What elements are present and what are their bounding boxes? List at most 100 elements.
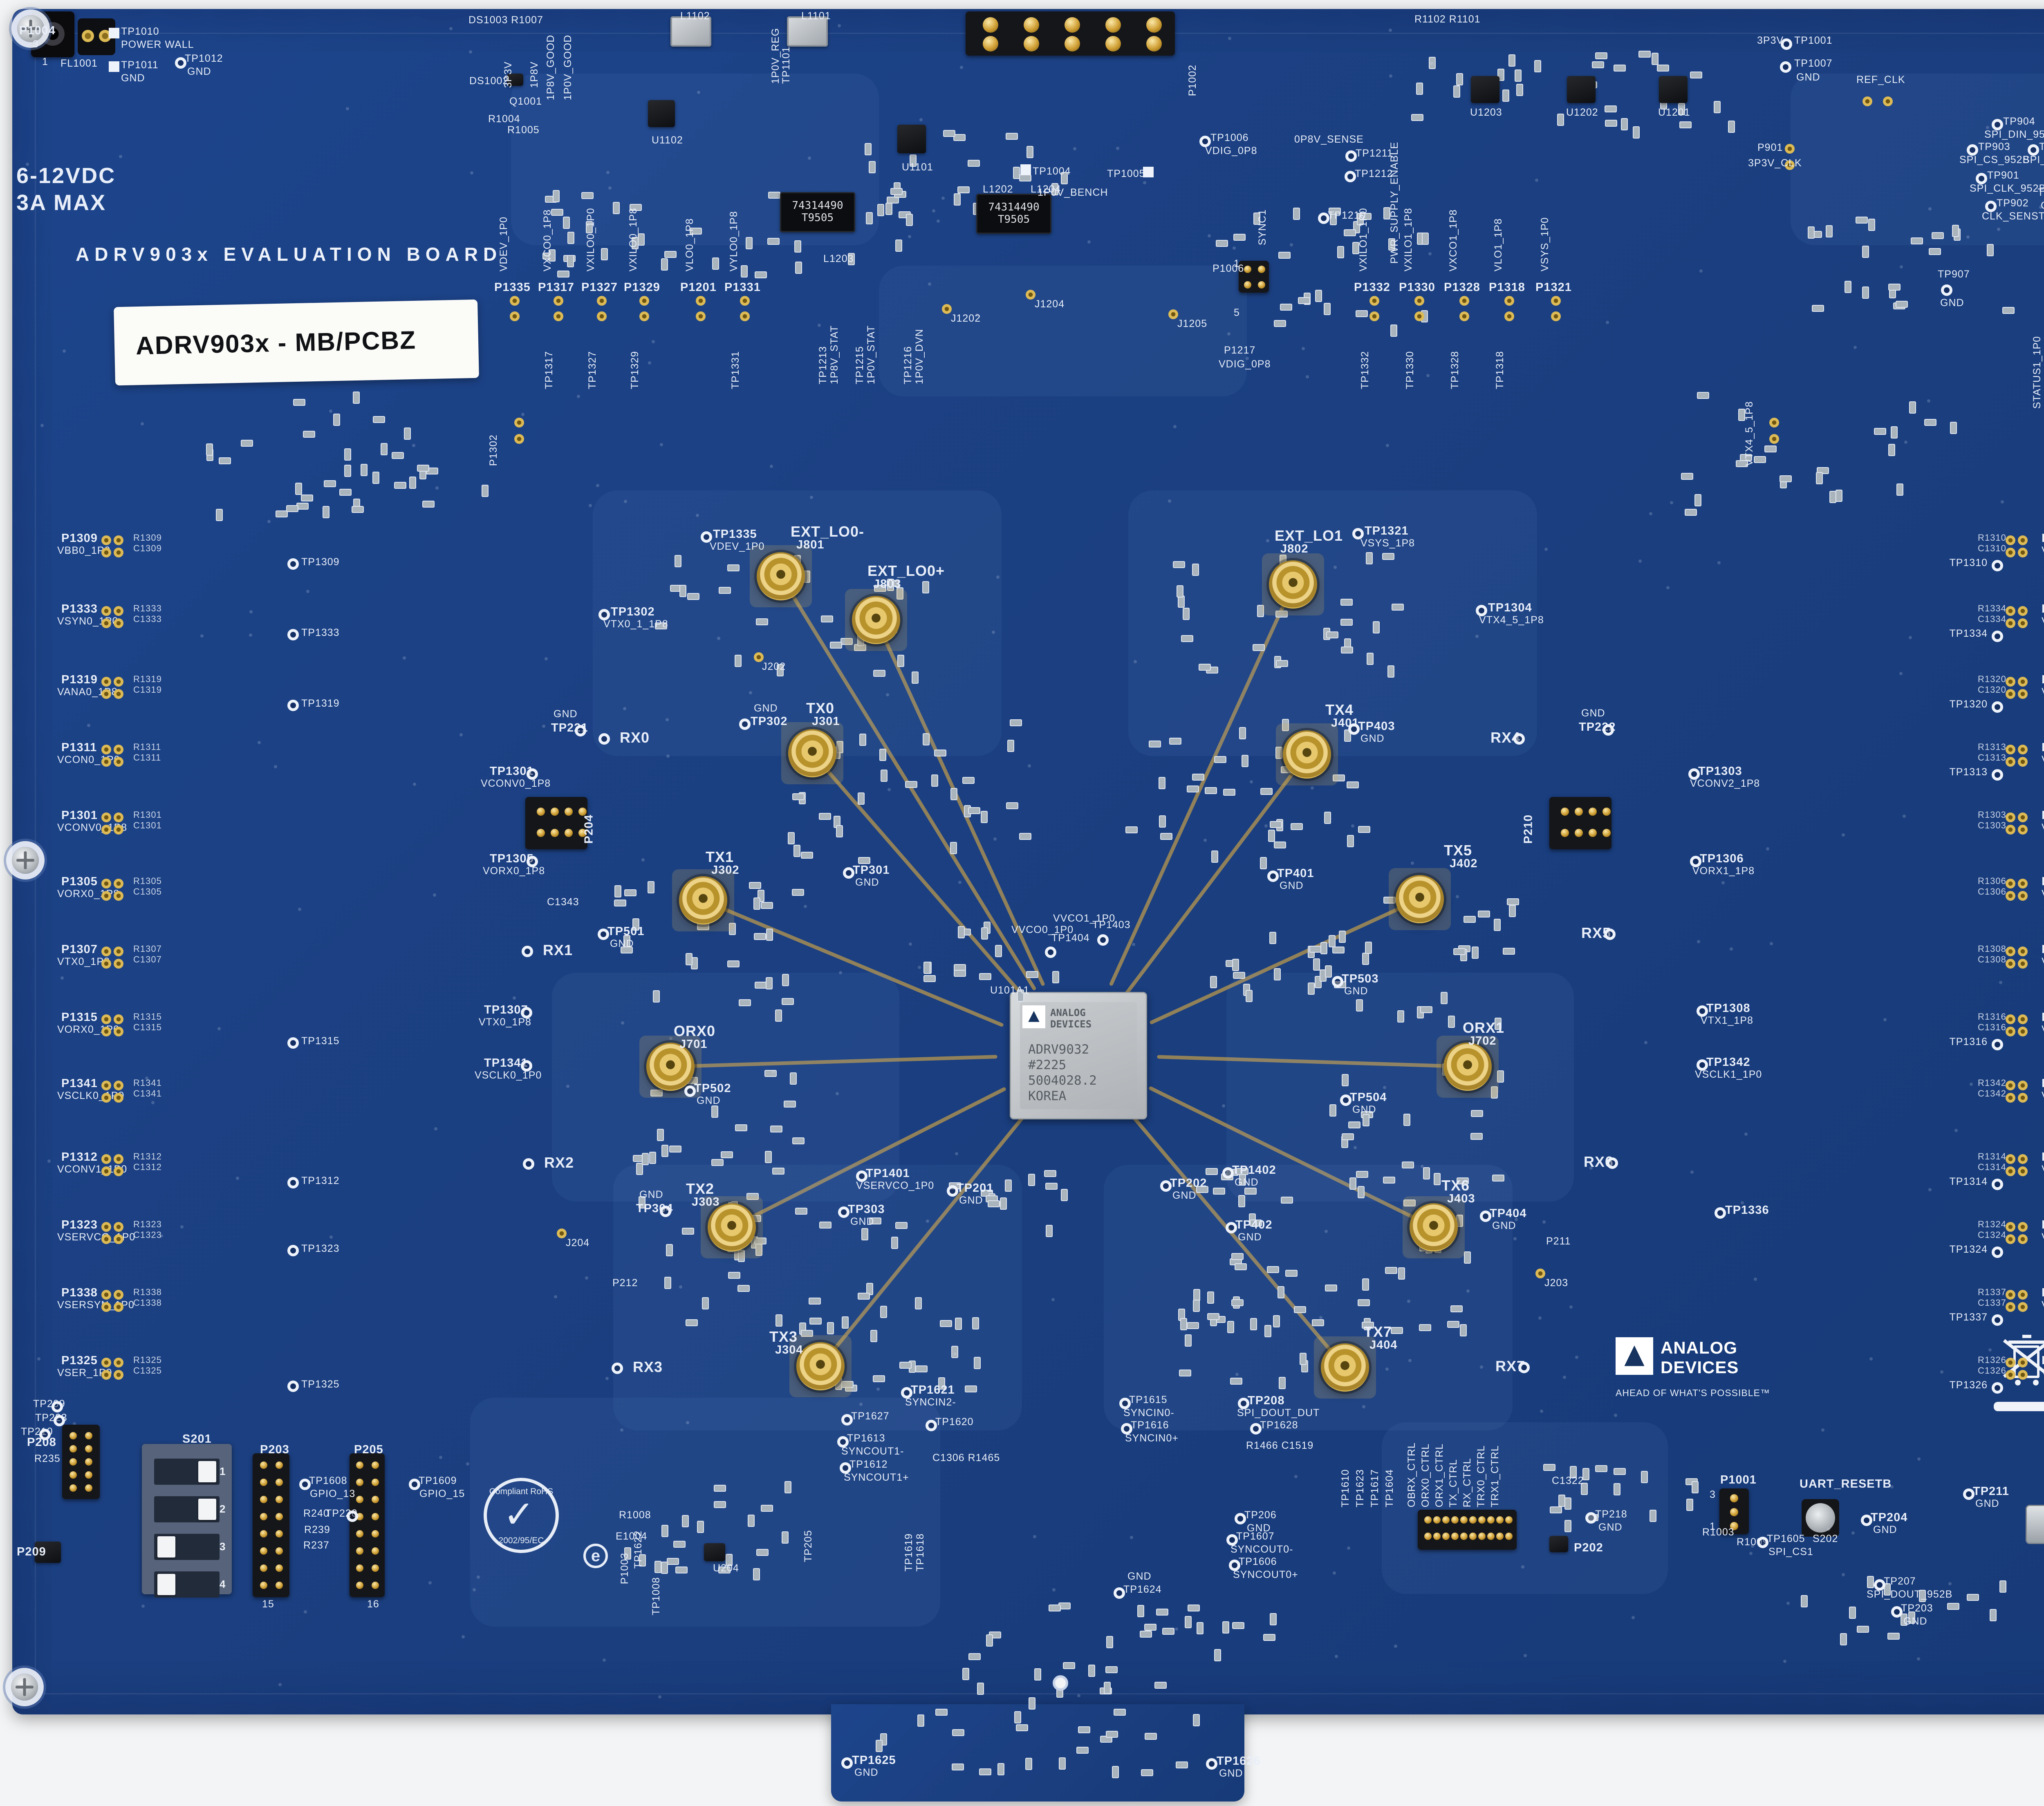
sma-label-ref: J303 xyxy=(692,1195,720,1208)
smd-component xyxy=(836,825,843,838)
smd-component xyxy=(417,465,429,472)
rail-pad xyxy=(2006,812,2015,822)
smd-component xyxy=(827,1322,834,1334)
rail-net-name: VLO1_1P8 xyxy=(1492,218,1504,272)
smd-component xyxy=(1059,1757,1066,1770)
sma-label-name: TX7 xyxy=(1364,1323,1392,1340)
smd-component xyxy=(1428,57,1436,69)
smd-component xyxy=(1363,1114,1370,1126)
gold-pad xyxy=(754,652,764,662)
smd-component xyxy=(373,416,385,423)
label-16: 16 xyxy=(367,1598,379,1610)
label-1: 1 xyxy=(1234,258,1240,269)
label-tp504: TP504 xyxy=(1350,1091,1387,1104)
rail-pad xyxy=(2018,606,2028,616)
smd-component xyxy=(734,655,742,667)
inductor xyxy=(787,16,828,47)
label-gnd: GND xyxy=(1235,1177,1259,1188)
rail-pad xyxy=(1504,311,1514,321)
label-tp402: TP402 xyxy=(1235,1218,1273,1231)
via xyxy=(1301,347,1305,351)
smd-component xyxy=(624,1547,632,1560)
module-part-number: 74314490 xyxy=(988,201,1040,213)
rail-pad xyxy=(2006,1093,2015,1103)
smd-component xyxy=(1685,508,1697,516)
rail-pad xyxy=(2018,891,2028,901)
label-tp204: TP204 xyxy=(1871,1511,1908,1524)
sma-label-ref: J802 xyxy=(1280,542,1309,555)
label-r1003: R1003 xyxy=(1702,1526,1735,1538)
via xyxy=(1266,539,1270,543)
smd-component xyxy=(1196,1622,1204,1635)
smd-component xyxy=(339,489,352,496)
smd-component xyxy=(1246,989,1253,1002)
via xyxy=(267,520,271,524)
smd-component xyxy=(1076,1746,1089,1754)
header-pin xyxy=(1451,1533,1459,1540)
smd-component xyxy=(979,973,991,980)
testpoint-ring xyxy=(739,718,751,730)
via xyxy=(1841,833,1845,837)
label-tp404: TP404 xyxy=(1490,1207,1527,1220)
ref-des: C1312 xyxy=(133,1162,162,1172)
label-tp1622: TP1622 xyxy=(632,1530,644,1569)
rail-conn-ref: P1320 xyxy=(2042,674,2044,686)
label-trx0-ctrl: TRX0_CTRL xyxy=(1475,1445,1487,1508)
smd-component xyxy=(669,1146,682,1153)
rail-pad xyxy=(101,947,111,956)
testpoint-ring xyxy=(54,1415,65,1426)
rail-pad xyxy=(740,311,750,321)
testpoint-label: TP1312 xyxy=(301,1175,340,1186)
via xyxy=(345,107,349,111)
via xyxy=(1130,1536,1134,1540)
ref-des: C1308 xyxy=(1978,954,2006,965)
header-pin xyxy=(372,1513,379,1520)
smd-component xyxy=(1223,788,1235,796)
via xyxy=(1347,1546,1350,1550)
board-label-sticker: ADRV903x - MB/PCBZ xyxy=(114,299,479,386)
label-1p0v-good: 1P0V_GOOD xyxy=(562,34,574,101)
smd-component xyxy=(1652,52,1659,65)
testpoint-ring xyxy=(1250,1423,1262,1435)
via xyxy=(1899,265,1903,269)
label-l1203: L1203 xyxy=(823,253,854,264)
smd-component xyxy=(1694,494,1701,507)
smd-component xyxy=(1641,1471,1648,1484)
via xyxy=(217,1027,221,1030)
smd-component xyxy=(1177,585,1184,598)
testpoint-ring xyxy=(1235,1513,1246,1524)
smd-component xyxy=(1845,280,1852,293)
header-pin xyxy=(1478,1533,1486,1540)
header-pin xyxy=(260,1461,267,1469)
label-tp1012: TP1012 xyxy=(185,53,223,64)
smd-component xyxy=(1362,953,1369,965)
smd-component xyxy=(1154,1681,1167,1689)
rail-pad xyxy=(740,296,750,306)
smd-component xyxy=(333,413,341,426)
via xyxy=(1353,1146,1357,1149)
smd-component xyxy=(1895,301,1908,308)
testpoint-label: TP1332 xyxy=(1359,351,1371,389)
via xyxy=(1869,1357,1873,1361)
smd-component xyxy=(968,1653,981,1661)
smd-component xyxy=(1470,1110,1483,1117)
smd-component xyxy=(745,237,753,249)
smd-component xyxy=(735,1124,747,1132)
testpoint-ring xyxy=(52,1401,63,1412)
smd-component xyxy=(1192,563,1199,576)
label-tp901: TP901 xyxy=(1987,170,2019,181)
smd-component xyxy=(873,1375,885,1382)
smd-component xyxy=(682,1515,689,1527)
chip-date-code: 5004028.2 xyxy=(1028,1073,1097,1088)
label-vdig-0p8: VDIG_0P8 xyxy=(1219,358,1271,370)
smd-component xyxy=(344,448,351,461)
rail-conn-ref: P1308 xyxy=(2042,943,2044,956)
smd-component xyxy=(1357,1186,1365,1199)
testpoint-ring xyxy=(1780,61,1791,73)
via xyxy=(958,880,962,884)
rail-pad xyxy=(114,1302,123,1312)
via xyxy=(1542,1220,1546,1224)
ref-des: R1320 xyxy=(1978,674,2006,684)
smd-component xyxy=(1887,1632,1900,1640)
via xyxy=(1927,399,1931,403)
